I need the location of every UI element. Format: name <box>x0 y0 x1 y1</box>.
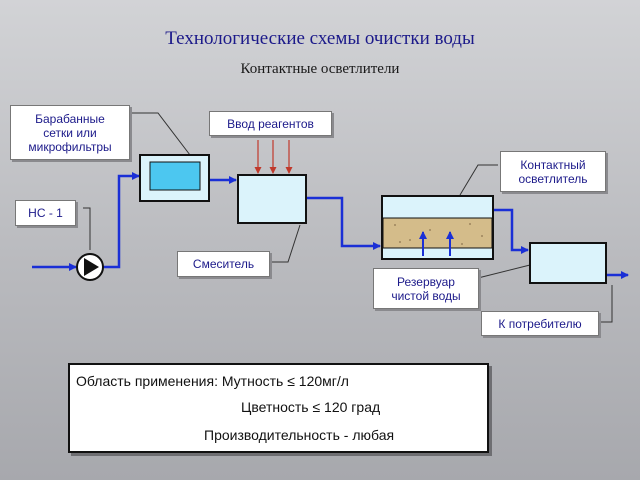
label-drum-screens: Барабанные сетки или микрофильтры <box>10 105 130 160</box>
contact-clarifier-tank <box>381 195 494 260</box>
label-pump-station: НС - 1 <box>15 200 76 226</box>
pump-to-drums-flow <box>103 172 140 269</box>
info-turbidity: Область применения: Мутность ≤ 120мг/л <box>76 373 349 389</box>
clarifier-to-reservoir-flow <box>493 208 529 254</box>
clean-water-reservoir <box>529 242 607 284</box>
label-mixer: Смеситель <box>177 251 270 277</box>
pump-icon <box>76 253 104 281</box>
mixer-to-clarifier-flow <box>306 196 381 250</box>
drum-screen-unit <box>139 154 210 202</box>
mixer-tank <box>237 174 307 224</box>
label-to-consumer: К потребителю <box>481 311 599 336</box>
info-capacity: Производительность - любая <box>204 427 395 443</box>
label-clean-water-reservoir: Резервуар чистой воды <box>373 268 479 309</box>
diagram-subtitle: Контактные осветлители <box>240 61 400 77</box>
filter-media-layer <box>382 217 493 249</box>
application-area-box: Область применения: Мутность ≤ 120мг/л Ц… <box>68 363 489 453</box>
diagram-title: Технологические схемы очистки воды <box>165 28 475 49</box>
reagent-arrows <box>254 140 293 174</box>
info-color: Цветность ≤ 120 град <box>241 399 381 415</box>
label-reagent-input: Ввод реагентов <box>209 111 332 136</box>
label-contact-clarifier: Контактный осветлитель <box>500 151 606 192</box>
leader-lines <box>83 112 613 323</box>
